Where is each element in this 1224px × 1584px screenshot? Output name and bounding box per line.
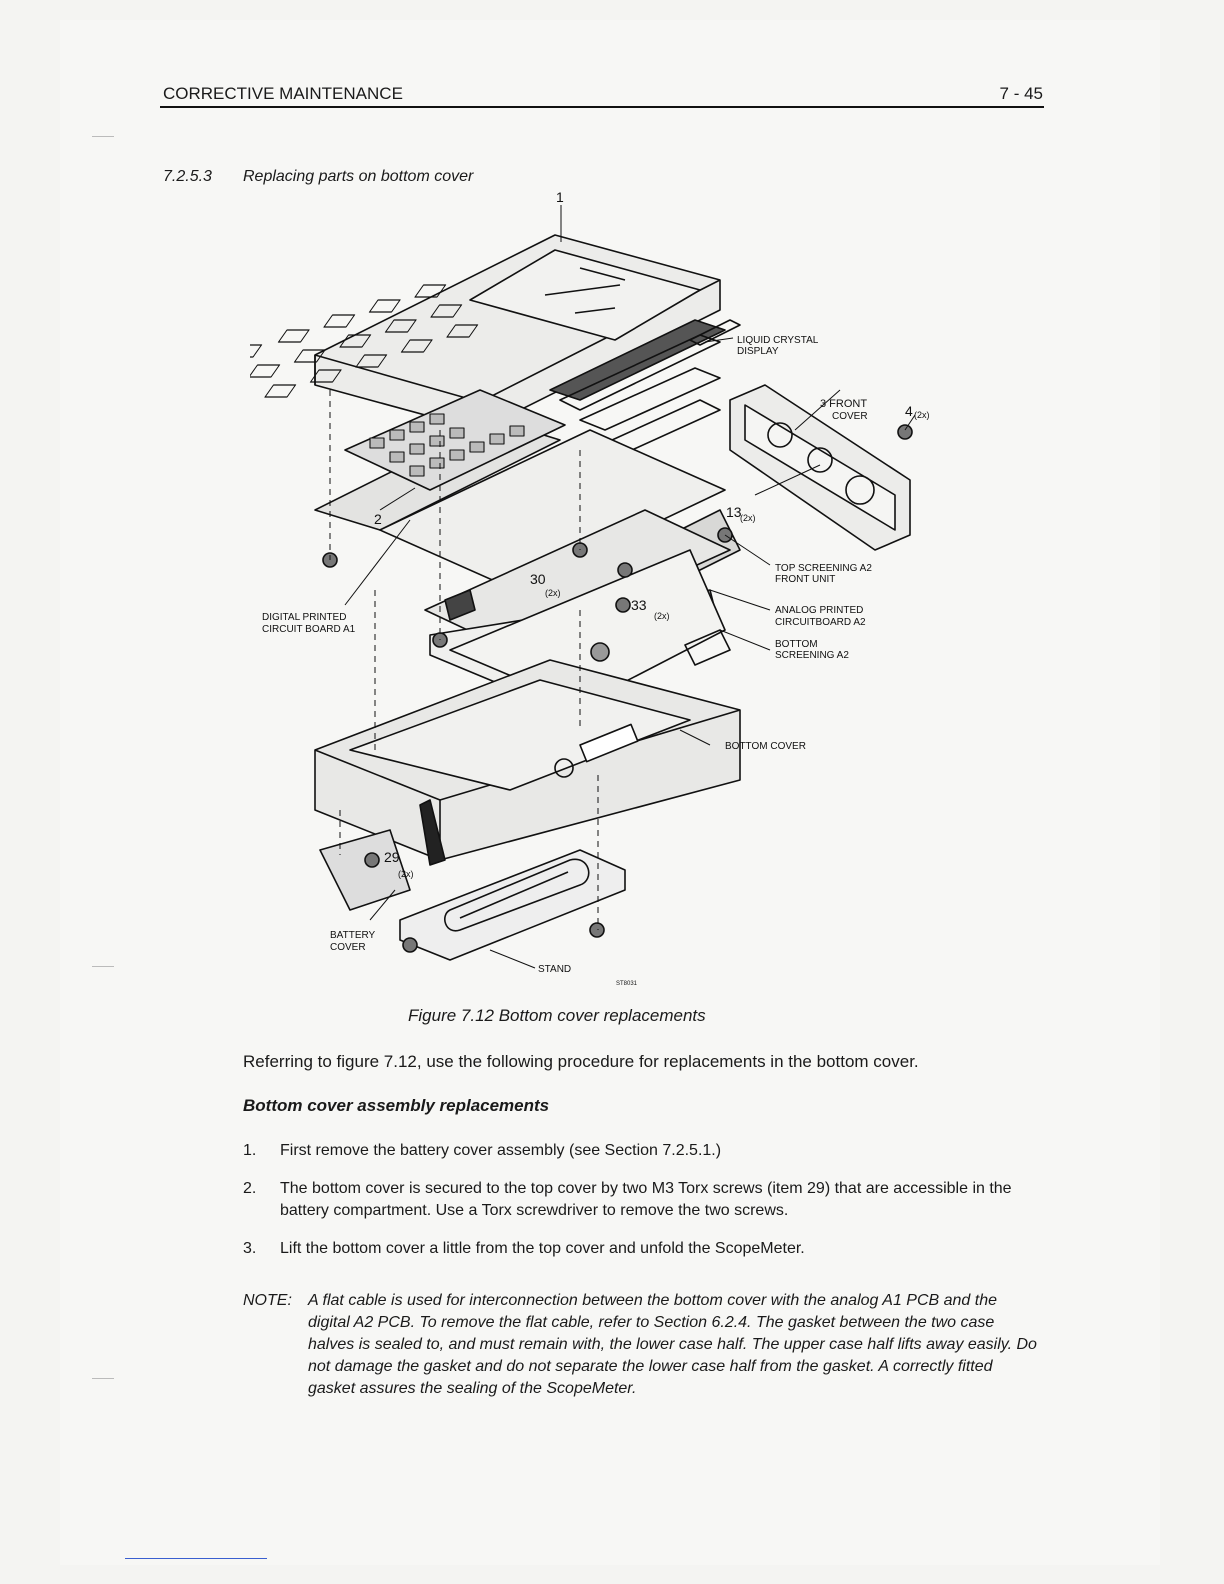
step-text: First remove the battery cover assembly … <box>280 1142 722 1159</box>
callout-item-33: 33 <box>631 597 647 613</box>
page-number: 7 - 45 <box>999 84 1043 103</box>
callout-item-4-qty: (2x) <box>914 410 930 420</box>
callout-bottom-cover: BOTTOM COVER <box>725 741 806 752</box>
header-rule <box>160 106 1044 108</box>
callout-digital-pcb-line2: CIRCUIT BOARD A1 <box>262 624 356 635</box>
page-header: CORRECTIVE MAINTENANCE 7 - 45 <box>163 84 1043 104</box>
callout-item-4: 4 <box>905 403 913 419</box>
footer-link-rule <box>125 1558 267 1559</box>
callout-top-screening-line1: TOP SCREENING A2 <box>775 563 872 574</box>
callout-item-30-qty: (2x) <box>545 588 561 598</box>
drawing-id: ST8031 <box>616 981 638 987</box>
callout-item-13-qty: (2x) <box>740 513 756 523</box>
callout-item-29-qty: (2x) <box>398 869 414 879</box>
front-cover-right <box>729 384 911 551</box>
margin-mark <box>92 136 114 137</box>
note-label: NOTE: <box>243 1292 292 1309</box>
callout-front-cover-line1: 3 FRONT <box>820 398 867 410</box>
callout-front-cover-line2: COVER <box>832 411 868 422</box>
procedure-steps: 1. First remove the battery cover assemb… <box>243 1140 1043 1276</box>
margin-mark <box>92 966 114 967</box>
note-text: A flat cable is used for interconnection… <box>308 1292 1037 1397</box>
margin-mark <box>92 1378 114 1379</box>
chapter-title: CORRECTIVE MAINTENANCE <box>163 84 403 103</box>
procedure-subheading: Bottom cover assembly replacements <box>243 1096 550 1115</box>
step-number: 2. <box>243 1180 257 1197</box>
figure-caption: Figure 7.12 Bottom cover replacements <box>408 1006 706 1025</box>
procedure-step: 2. The bottom cover is secured to the to… <box>243 1178 1043 1222</box>
section-number: 7.2.5.3 <box>163 168 212 185</box>
callout-item-13: 13 <box>726 504 742 520</box>
leader-lines <box>344 205 916 969</box>
step-number: 1. <box>243 1142 257 1159</box>
callout-analog-pcb-line2: CIRCUITBOARD A2 <box>775 617 866 628</box>
procedure-step: 1. First remove the battery cover assemb… <box>243 1140 1043 1162</box>
section-title: Replacing parts on bottom cover <box>243 168 474 185</box>
note-block: NOTE: A flat cable is used for interconn… <box>243 1290 1043 1400</box>
bottom-cover-shell <box>314 659 741 866</box>
callout-analog-pcb-line1: ANALOG PRINTED <box>775 605 863 616</box>
callout-item-2: 2 <box>374 511 382 527</box>
keypad-keys <box>232 284 479 398</box>
procedure-step: 3. Lift the bottom cover a little from t… <box>243 1238 1043 1260</box>
callout-digital-pcb-line1: DIGITAL PRINTED <box>262 612 346 623</box>
callout-item-33-qty: (2x) <box>654 611 670 621</box>
callout-item-1: 1 <box>556 190 564 205</box>
exploded-view-figure: 1 LIQUID CRYSTAL DISPLAY 3 FRONT COVER 4… <box>232 189 970 1000</box>
callout-top-screening-line2: FRONT UNIT <box>775 574 835 585</box>
battery-cover-stand <box>319 829 626 961</box>
step-text: Lift the bottom cover a little from the … <box>280 1240 805 1257</box>
callout-bottom-screening-line1: BOTTOM <box>775 639 818 650</box>
alignment-lines <box>329 390 599 930</box>
front-cover-housing <box>232 234 721 431</box>
callout-lcd-line2: DISPLAY <box>737 346 779 357</box>
callout-lcd-line1: LIQUID CRYSTAL <box>737 335 819 346</box>
exploded-view-drawing: 1 LIQUID CRYSTAL DISPLAY 3 FRONT COVER 4… <box>232 189 930 987</box>
digital-pcb-a1 <box>314 389 566 531</box>
callouts: 1 LIQUID CRYSTAL DISPLAY 3 FRONT COVER 4… <box>262 189 930 987</box>
callout-stand: STAND <box>538 964 571 975</box>
callout-bottom-screening-line2: SCREENING A2 <box>775 650 849 661</box>
callout-battery-cover-line2: COVER <box>330 942 366 953</box>
step-text: The bottom cover is secured to the top c… <box>280 1180 1012 1219</box>
callout-item-30: 30 <box>530 571 546 587</box>
step-number: 3. <box>243 1240 257 1257</box>
callout-battery-cover-line1: BATTERY <box>330 930 376 941</box>
intro-paragraph: Referring to figure 7.12, use the follow… <box>243 1052 919 1071</box>
callout-item-29: 29 <box>384 849 400 865</box>
section-heading: 7.2.5.3 Replacing parts on bottom cover <box>163 168 473 186</box>
